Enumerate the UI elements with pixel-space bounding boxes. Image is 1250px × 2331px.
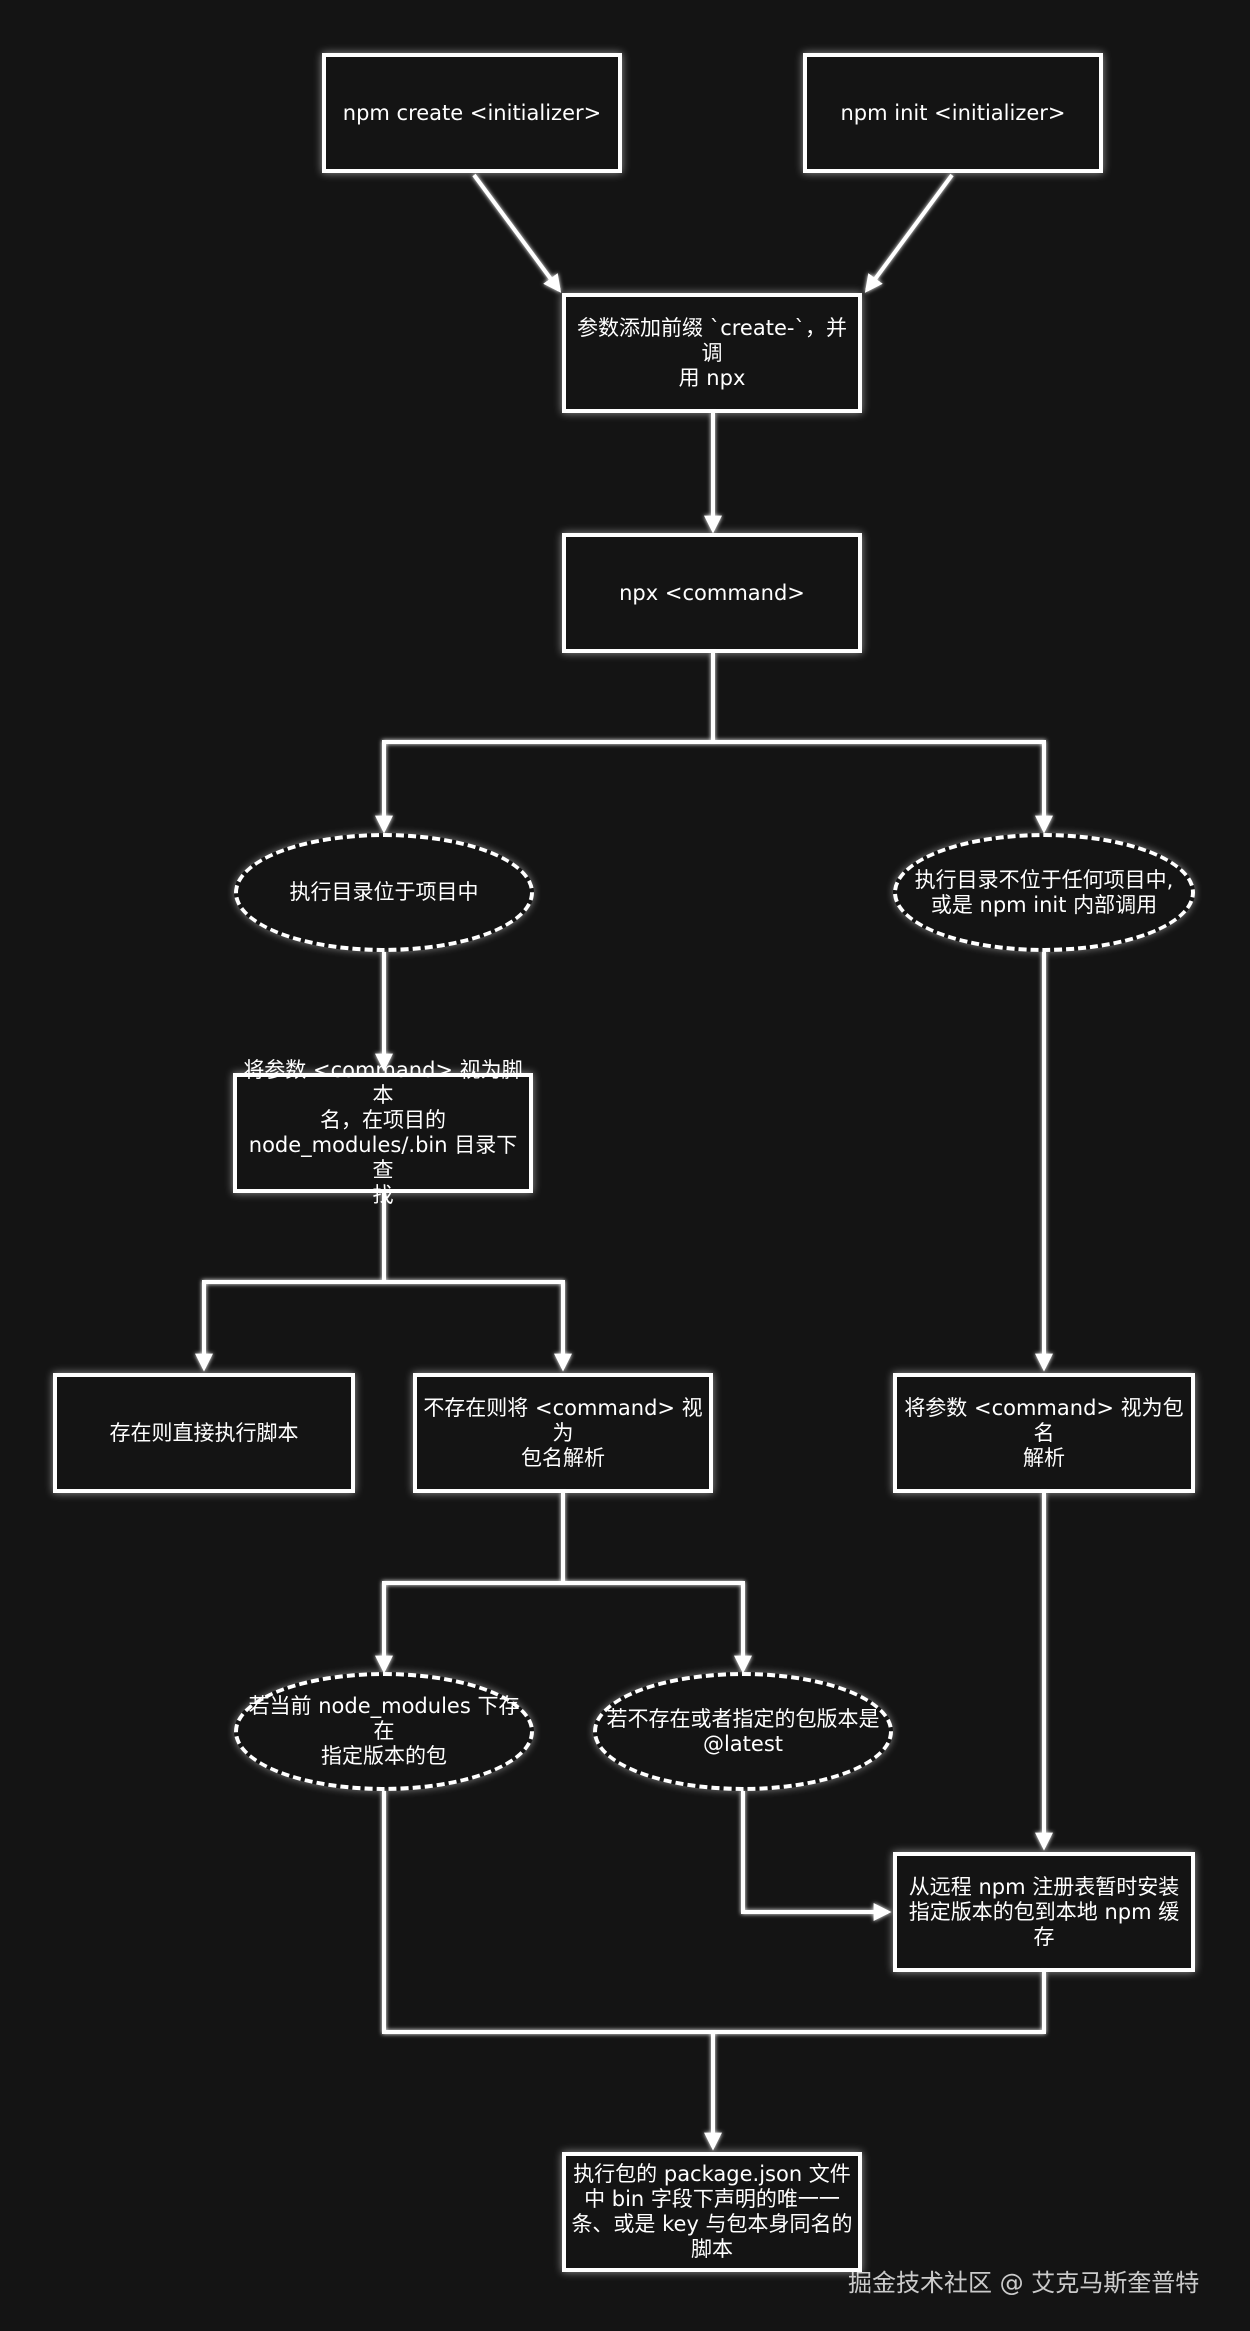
- edge-npx-to-not-in-project: [713, 740, 1053, 834]
- edge-parse-to-latest: [563, 1581, 752, 1674]
- node-not-exist-parse: 不存在则将 <command> 视为 包名解析: [413, 1373, 713, 1493]
- node-npm-init: npm init <initializer>: [803, 53, 1103, 173]
- node-local-exists: 若当前 node_modules 下存在 指定版本的包: [234, 1672, 534, 1791]
- edge-script-split: [195, 1193, 386, 1372]
- edge-parse-split: [375, 1493, 565, 1674]
- watermark: 掘金技术社区 @ 艾克马斯奎普特: [848, 2269, 1200, 2297]
- edge-install-to-merge: [713, 1972, 1046, 2034]
- edge-npx-split: [375, 653, 715, 834]
- node-as-script: 将参数 <command> 视为脚本 名，在项目的 node_modules/.…: [233, 1058, 533, 1207]
- edge-create-to-prefix: [472, 173, 562, 293]
- node-exists-run: 存在则直接执行脚本: [53, 1373, 355, 1493]
- node-npm-create: npm create <initializer>: [322, 53, 622, 173]
- node-as-package: 将参数 <command> 视为包名 解析: [893, 1373, 1195, 1493]
- node-npx-command: npx <command>: [562, 533, 862, 653]
- edge-latest-to-install: [741, 1791, 892, 1921]
- node-add-prefix: 参数添加前缀 `create-`，并调 用 npx: [562, 293, 862, 413]
- edge-local-to-merge: [382, 1791, 713, 2034]
- node-not-exist-latest: 若不存在或者指定的包版本是 @latest: [593, 1672, 893, 1791]
- node-not-in-project: 执行目录不位于任何项目中, 或是 npm init 内部调用: [893, 833, 1195, 952]
- node-install-remote: 从远程 npm 注册表暂时安装 指定版本的包到本地 npm 缓 存: [893, 1852, 1195, 1972]
- edge-script-to-parse: [384, 1280, 572, 1372]
- edge-init-to-prefix: [864, 173, 954, 293]
- node-in-project: 执行目录位于项目中: [234, 833, 534, 952]
- node-execute-bin: 执行包的 package.json 文件 中 bin 字段下声明的唯一一 条、或…: [562, 2152, 862, 2272]
